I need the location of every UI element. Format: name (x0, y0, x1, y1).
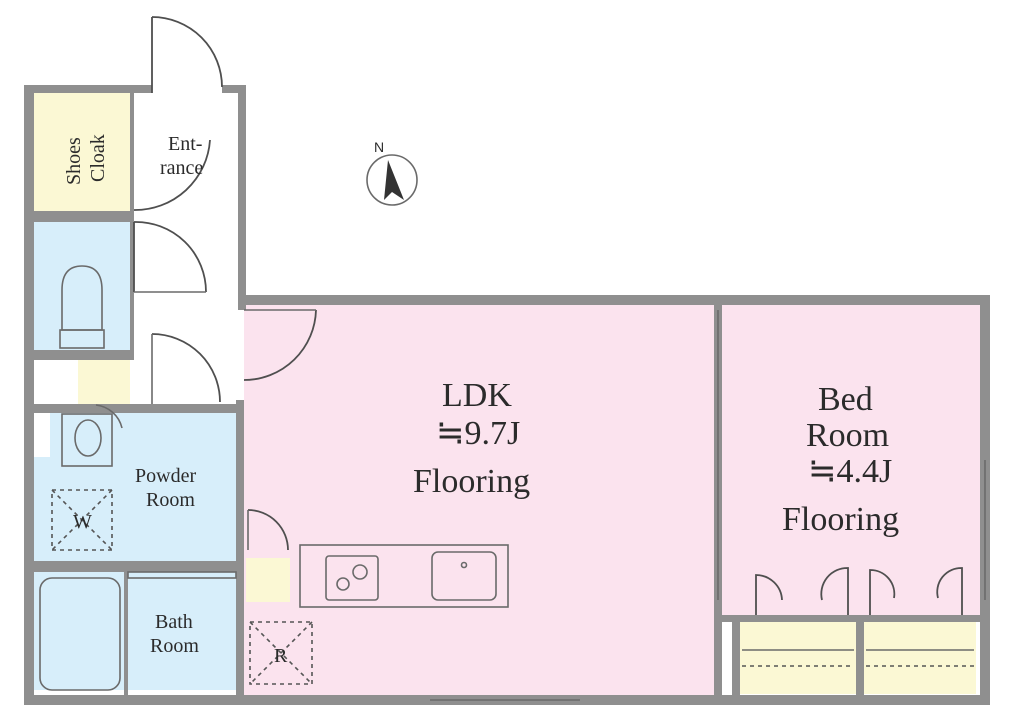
wall-main-top (238, 295, 990, 305)
shoes-cloak-label-1: Shoes (63, 137, 85, 185)
wall-closet-left (732, 622, 740, 696)
ldk-door-swing (243, 309, 317, 381)
north-compass: N (366, 139, 418, 206)
powder-room-floor (34, 413, 236, 561)
washer-space (51, 489, 113, 551)
wall-powder-bottom (24, 561, 244, 572)
ldk-area: ≒9.7J (436, 415, 520, 452)
powder-sink (61, 413, 113, 467)
closet-door-3 (869, 569, 896, 615)
entrance-label-2: rance (160, 157, 203, 179)
bedroom-area: ≒4.4J (808, 453, 892, 490)
bedroom-label-1: Bed (818, 381, 873, 418)
bath-room-floor (128, 572, 236, 690)
ldk-name: LDK (442, 377, 512, 414)
front-door-swing (151, 16, 223, 88)
stove (325, 555, 379, 601)
compass-north-label: N (374, 139, 384, 155)
wall-entrance-right (238, 85, 246, 310)
wall-top-left (24, 85, 152, 93)
shoes-cloak-label-2: Cloak (87, 134, 109, 182)
closet-door-4 (936, 567, 963, 615)
closet-door-2 (820, 567, 849, 615)
wall-closet-divider (856, 622, 864, 696)
ldk-floor-type: Flooring (413, 463, 530, 500)
toilet-floor (34, 222, 130, 350)
shoes-cloak-floor (34, 93, 130, 211)
kitchen-counter (299, 544, 509, 608)
cabinet-door-swing (247, 509, 289, 551)
shelf-left (34, 360, 68, 404)
wall-toilet-bottom (24, 350, 134, 360)
wall-shoes-right (130, 93, 134, 351)
washer-label: W (73, 511, 92, 533)
linen-cabinet (78, 360, 130, 404)
kitchen-sink (431, 551, 497, 601)
toilet-door-swing (133, 221, 207, 293)
powder-room-label-1: Powder (135, 465, 196, 487)
bedroom-floor-type: Flooring (782, 501, 899, 538)
ldk-floor (244, 305, 714, 695)
wall-left (24, 85, 34, 705)
bathtub (39, 577, 121, 691)
wall-closet-top (722, 615, 980, 622)
bedroom-label-2: Room (806, 417, 889, 454)
closet-left (740, 622, 856, 694)
refrigerator-space (249, 621, 313, 685)
bathtub-floor (34, 572, 126, 690)
closet-door-1 (755, 574, 783, 615)
wall-powder-top (24, 404, 244, 413)
refrigerator-label: R (274, 645, 288, 667)
bath-room-label-1: Bath (155, 611, 193, 633)
entrance-floor (132, 93, 238, 411)
wall-bath-divider (124, 572, 128, 696)
wall-top-entrance (222, 85, 246, 93)
kitchen-cabinet (246, 558, 290, 602)
powder-door-swing (151, 333, 221, 403)
powder-room-label-2: Room (146, 489, 195, 511)
shelf-small (34, 413, 50, 457)
cloak-door-swing (133, 139, 211, 211)
entrance-label-1: Ent- (168, 133, 202, 155)
north-arrow-icon (384, 160, 404, 200)
closet-right (864, 622, 976, 694)
wall-wet-ldk (236, 400, 244, 695)
bedroom-floor (722, 305, 980, 615)
bath-room-label-2: Room (150, 635, 199, 657)
wall-shoes-bottom (24, 211, 134, 222)
toilet-fixture (61, 265, 103, 331)
